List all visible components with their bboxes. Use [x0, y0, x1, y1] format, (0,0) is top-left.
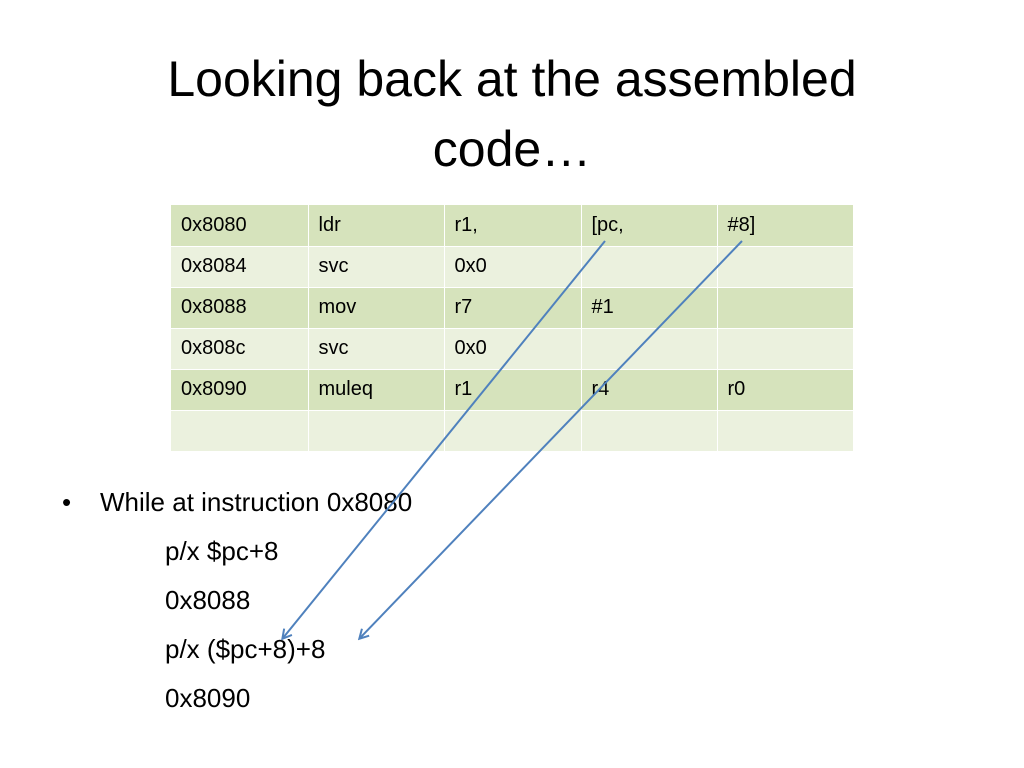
operand-cell: [581, 246, 718, 288]
bullet-marker: •: [62, 487, 72, 517]
opcode-cell: svc: [308, 246, 445, 288]
table-row: [171, 410, 854, 452]
operand-cell: [581, 410, 718, 452]
table-row: 0x8080 ldr r1, [pc, #8]: [171, 205, 854, 247]
operand-cell: [717, 410, 854, 452]
operand-cell: r1,: [444, 205, 582, 247]
assembly-table: 0x8080 ldr r1, [pc, #8] 0x8084 svc 0x0 0…: [171, 205, 854, 452]
operand-cell: [717, 246, 854, 288]
table-row: 0x8090 muleq r1 r4 r0: [171, 369, 854, 411]
address-cell: 0x8084: [171, 246, 309, 288]
table-row: 0x8088 mov r7 #1: [171, 287, 854, 329]
operand-cell: [717, 287, 854, 329]
operand-cell: r0: [717, 369, 854, 411]
operand-cell: 0x0: [444, 246, 582, 288]
gdb-command: p/x $pc+8: [165, 536, 279, 566]
opcode-cell: muleq: [308, 369, 445, 411]
table-row: 0x8084 svc 0x0: [171, 246, 854, 288]
address-cell: 0x8090: [171, 369, 309, 411]
operand-cell: [pc,: [581, 205, 718, 247]
slide-title: Looking back at the assembled code…: [62, 44, 962, 184]
table-row: 0x808c svc 0x0: [171, 328, 854, 370]
gdb-result: 0x8090: [165, 683, 251, 713]
address-cell: 0x8088: [171, 287, 309, 329]
gdb-command: p/x ($pc+8)+8: [165, 634, 326, 664]
sub-line: 0x8090: [62, 674, 962, 723]
operand-cell: #8]: [717, 205, 854, 247]
opcode-cell: ldr: [308, 205, 445, 247]
operand-cell: 0x0: [444, 328, 582, 370]
address-cell: 0x8080: [171, 205, 309, 247]
title-line-1: Looking back at the assembled: [167, 51, 857, 107]
bullet-item: • While at instruction 0x8080: [62, 478, 962, 527]
opcode-cell: mov: [308, 287, 445, 329]
gdb-result: 0x8088: [165, 585, 251, 615]
operand-cell: r7: [444, 287, 582, 329]
address-cell: [171, 410, 309, 452]
operand-cell: r4: [581, 369, 718, 411]
sub-line: p/x ($pc+8)+8: [62, 625, 962, 674]
operand-cell: r1: [444, 369, 582, 411]
opcode-cell: svc: [308, 328, 445, 370]
title-line-2: code…: [432, 121, 592, 177]
operand-cell: [444, 410, 582, 452]
sub-line: p/x $pc+8: [62, 527, 962, 576]
bullet-text: While at instruction 0x8080: [100, 487, 413, 517]
operand-cell: #1: [581, 287, 718, 329]
address-cell: 0x808c: [171, 328, 309, 370]
operand-cell: [581, 328, 718, 370]
operand-cell: [717, 328, 854, 370]
sub-line: 0x8088: [62, 576, 962, 625]
opcode-cell: [308, 410, 445, 452]
bullet-list: • While at instruction 0x8080 p/x $pc+8 …: [62, 478, 962, 723]
